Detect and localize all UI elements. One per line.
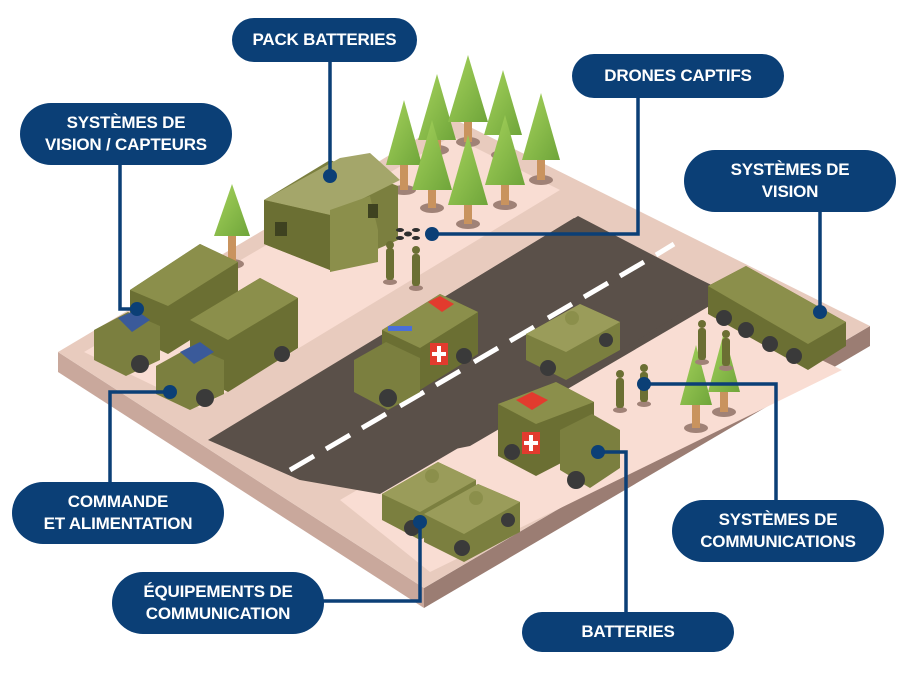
- connector-batteries: [598, 450, 628, 612]
- tree-icon: [680, 345, 712, 433]
- road-markings: [288, 241, 676, 473]
- tree-icon: [412, 120, 452, 213]
- dot-drones-captifs: [425, 227, 439, 241]
- soldier-icon: [409, 246, 423, 291]
- ambulance-icon: [354, 294, 478, 410]
- connector-systemes-communications: [644, 382, 778, 500]
- tree-icon: [522, 93, 560, 185]
- soldier-icon: [719, 330, 733, 371]
- dot-systemes-vision: [813, 305, 827, 319]
- connector-vision-capteurs: [118, 162, 137, 311]
- dot-equipements-communication: [413, 515, 427, 529]
- platform-side-left: [58, 352, 424, 608]
- dot-pack-batteries: [323, 169, 337, 183]
- connector-dots: [130, 169, 827, 529]
- soldier-icon: [613, 370, 627, 413]
- label-pack-batteries: PACK BATTERIES: [232, 18, 417, 62]
- dot-vision-capteurs: [130, 302, 144, 316]
- label-vision-capteurs: SYSTÈMES DE VISION / CAPTEURS: [20, 103, 232, 165]
- ambulance-icon: [498, 382, 620, 489]
- connector-equipements-communication: [320, 522, 422, 603]
- soldier-icon: [695, 320, 709, 365]
- label-equipements-communication: ÉQUIPEMENTS DE COMMUNICATION: [112, 572, 324, 634]
- label-drones-captifs: DRONES CAPTIFS: [572, 54, 784, 98]
- connector-commande-alimentation: [108, 390, 170, 484]
- soldier-icon: [383, 241, 397, 285]
- soldiers: [383, 241, 733, 413]
- utility-vehicle-icon: [526, 304, 620, 380]
- label-batteries: BATTERIES: [522, 612, 734, 652]
- utility-vehicle-icon: [424, 484, 520, 562]
- armored-vehicle-icon: [708, 266, 846, 370]
- tent-icon: [264, 153, 400, 272]
- dot-commande-alimentation: [163, 385, 177, 399]
- dot-batteries: [591, 445, 605, 459]
- tree-icon: [448, 135, 488, 229]
- tree-icon: [485, 115, 525, 210]
- label-systemes-communications: SYSTÈMES DE COMMUNICATIONS: [672, 500, 884, 562]
- label-systemes-vision: SYSTÈMES DE VISION: [684, 150, 896, 212]
- dot-systemes-communications: [637, 377, 651, 391]
- label-commande-alimentation: COMMANDE ET ALIMENTATION: [12, 482, 224, 544]
- drone-icon: [396, 228, 420, 240]
- connector-drones-captifs: [432, 96, 640, 236]
